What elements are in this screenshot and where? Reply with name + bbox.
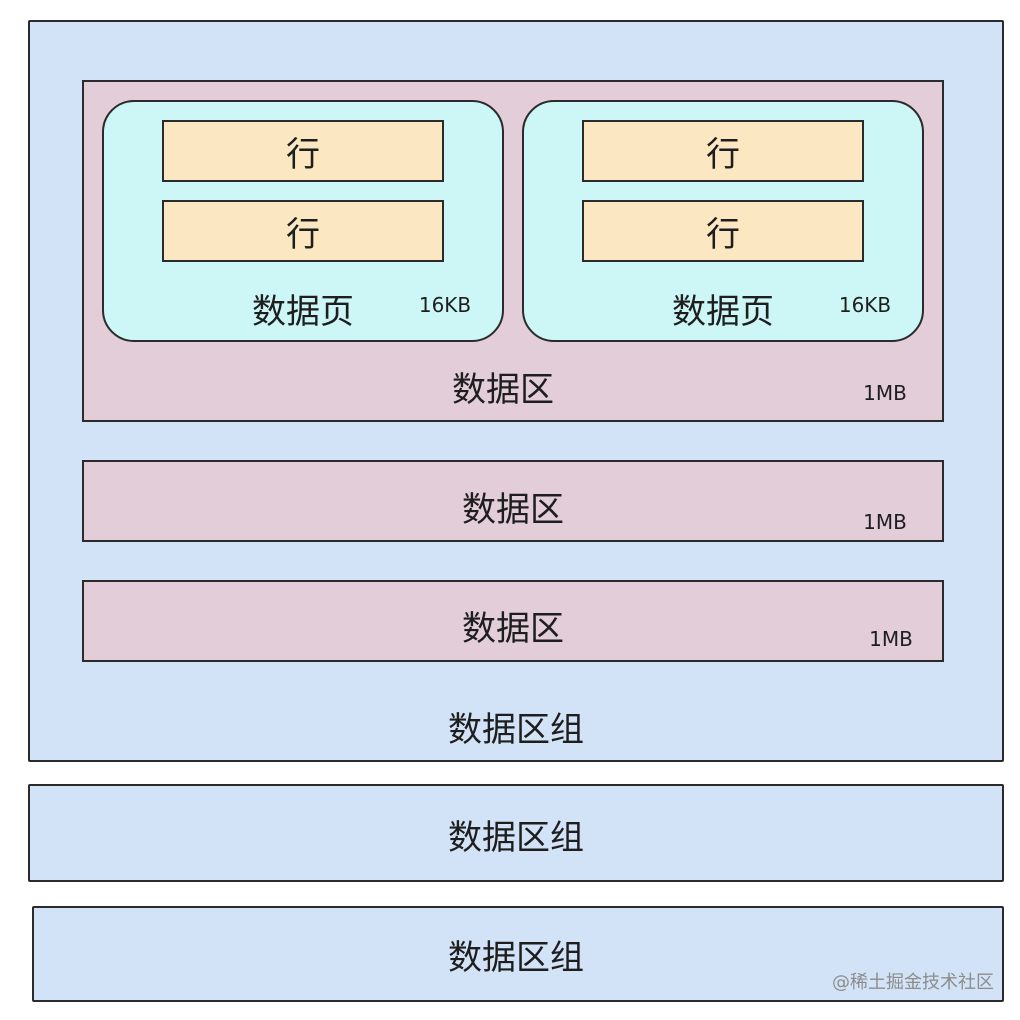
row-label: 行 — [286, 214, 320, 255]
area-label: 数据区 — [452, 370, 554, 410]
row-4: 行 — [582, 200, 864, 262]
watermark-text: @稀土掘金技术社区 — [832, 972, 994, 993]
row-label: 行 — [706, 134, 740, 175]
page-label: 数据页 — [672, 292, 774, 332]
area-size-label: 1MB — [863, 381, 907, 405]
page-size-label: 16KB — [418, 293, 472, 317]
row-1: 行 — [162, 120, 444, 182]
data-area-3 — [82, 580, 944, 662]
area-label: 数据区 — [462, 490, 564, 530]
page-size-label: 16KB — [838, 293, 892, 317]
group-label: 数据区组 — [448, 938, 584, 978]
area-size-label: 1MB — [863, 510, 907, 534]
row-label: 行 — [706, 214, 740, 255]
area-label: 数据区 — [462, 609, 564, 649]
group-label: 数据区组 — [448, 818, 584, 858]
group-label: 数据区组 — [448, 710, 584, 750]
row-3: 行 — [582, 120, 864, 182]
data-area-group-3 — [32, 906, 1004, 1002]
area-size-label: 1MB — [869, 627, 913, 651]
data-area-2 — [82, 460, 944, 542]
data-area-group-2 — [28, 784, 1004, 882]
row-2: 行 — [162, 200, 444, 262]
page-label: 数据页 — [252, 292, 354, 332]
row-label: 行 — [286, 134, 320, 175]
